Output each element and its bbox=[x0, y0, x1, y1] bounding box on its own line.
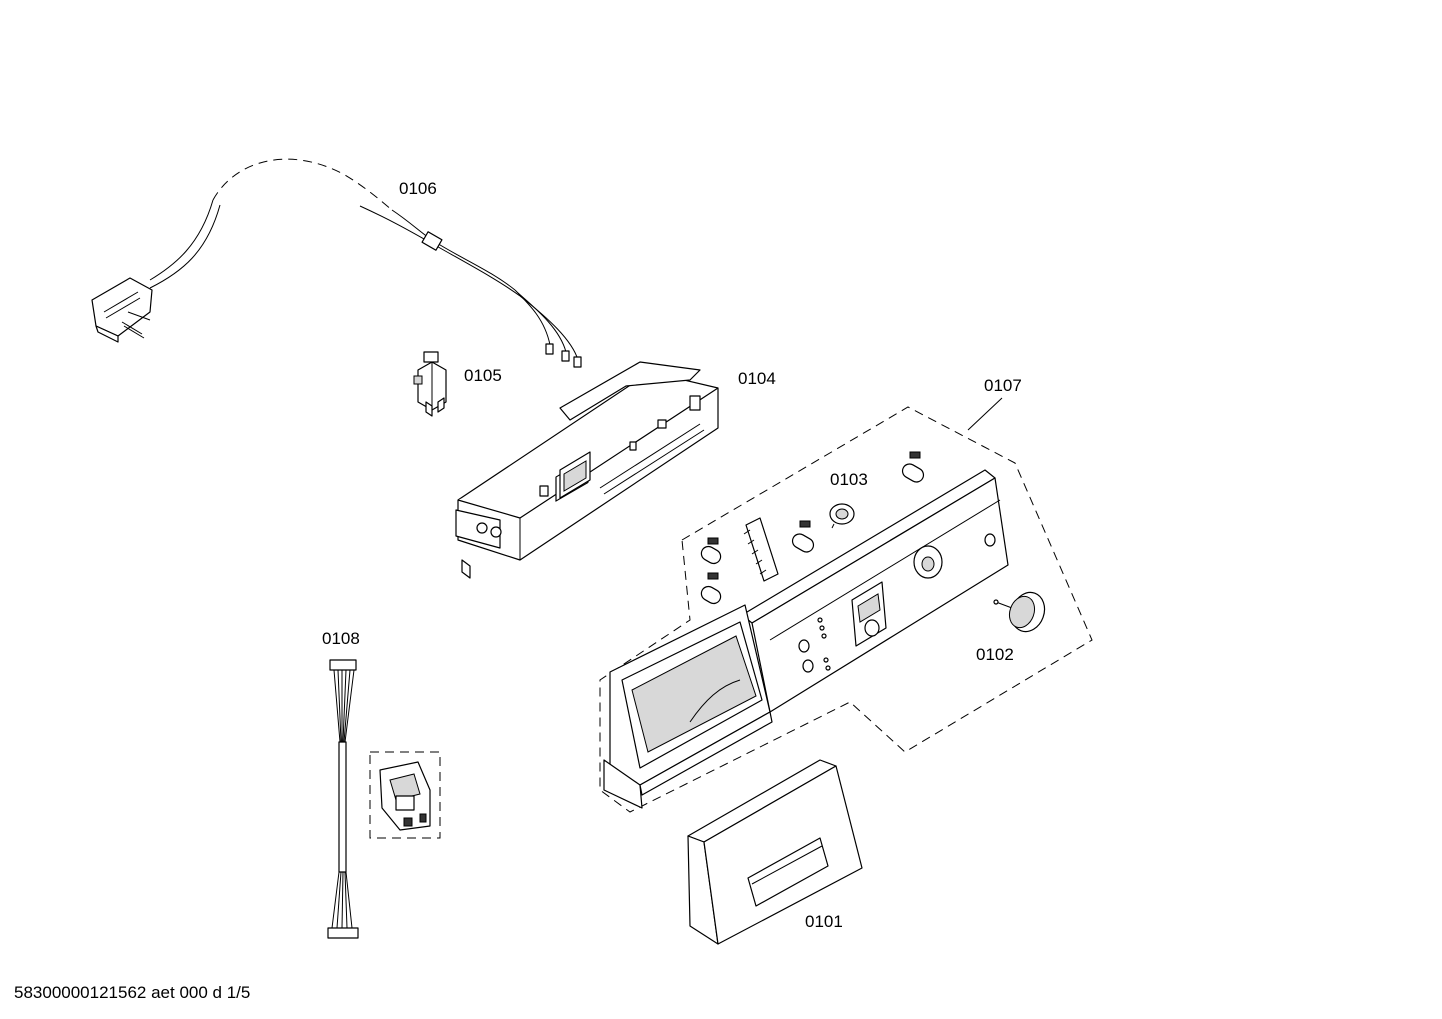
label-0102: 0102 bbox=[976, 645, 1014, 664]
label-0103: 0103 bbox=[830, 470, 868, 489]
rotary-knob-0102 bbox=[993, 591, 1046, 633]
drawer-front-0101 bbox=[687, 759, 863, 945]
switch-0105 bbox=[413, 351, 447, 417]
wiring-harness-0108 bbox=[327, 659, 441, 939]
knob-bearing-0103 bbox=[829, 503, 855, 529]
electronic-module-0104 bbox=[455, 361, 719, 579]
button-caps bbox=[700, 451, 925, 605]
label-0108: 0108 bbox=[322, 629, 360, 648]
label-0104: 0104 bbox=[738, 369, 776, 388]
label-0105: 0105 bbox=[464, 366, 502, 385]
control-panel-fascia-0107 bbox=[603, 469, 1009, 809]
power-cable-0106 bbox=[91, 158, 582, 368]
control-panel-group-0107 bbox=[599, 397, 1093, 813]
label-0101: 0101 bbox=[805, 912, 843, 931]
drawing-reference-number: 58300000121562 aet 000 d 1/5 bbox=[14, 983, 250, 1002]
label-0106: 0106 bbox=[399, 179, 437, 198]
label-0107: 0107 bbox=[984, 376, 1022, 395]
